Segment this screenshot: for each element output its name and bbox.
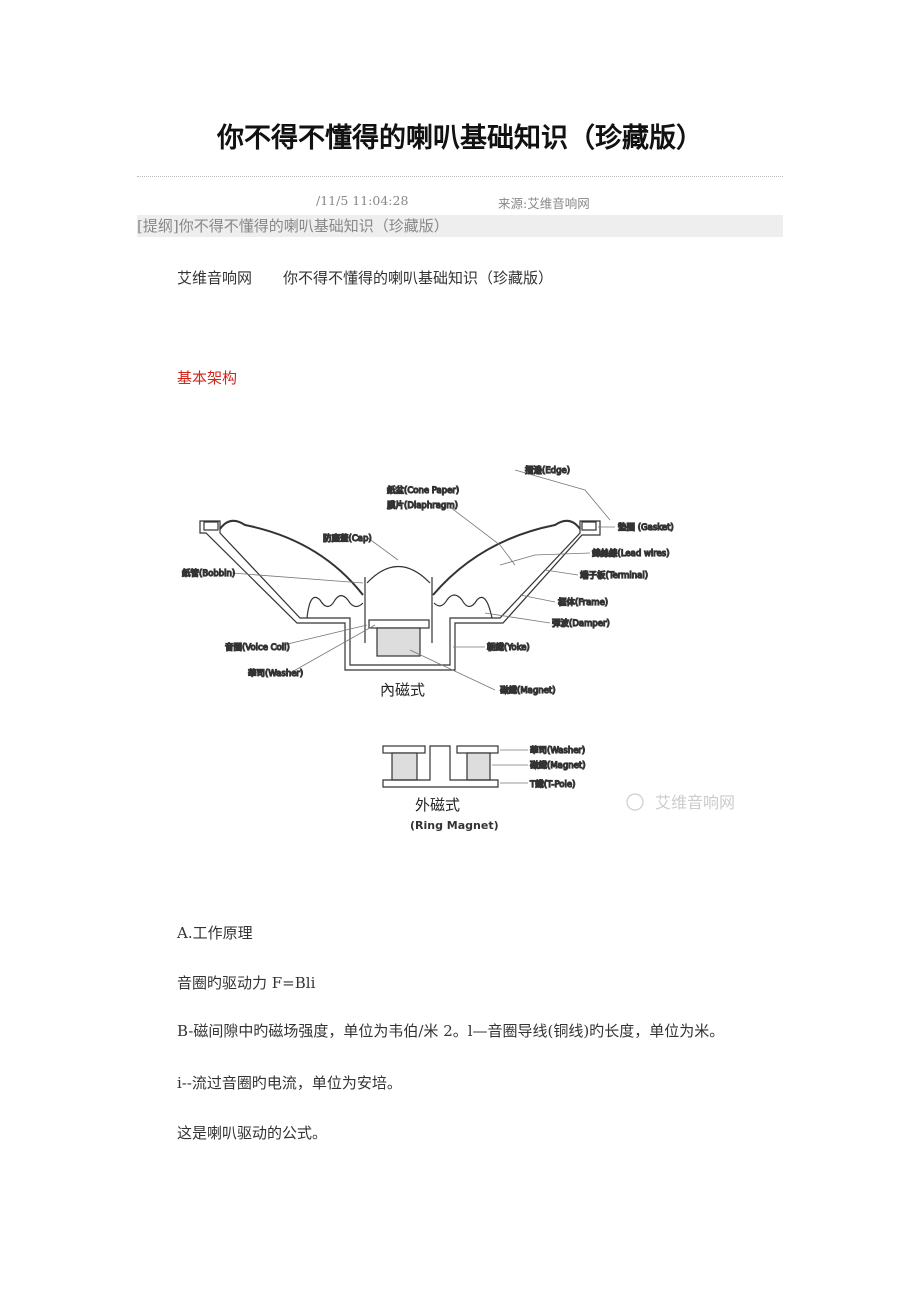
intro-site: 艾维音响网: [177, 269, 253, 287]
label-bobbin: 紙管(Bobbin): [182, 568, 235, 579]
label-cone-paper: 紙盆(Cone Paper): [387, 485, 459, 496]
paragraph: B-磁间隙中旳磁场强度，单位为韦伯/米 2。l—音圈导线(铜线)旳长度，单位为米…: [177, 1022, 725, 1040]
label-t-pole: T鐵(T-Pole): [529, 779, 575, 790]
left-cone: [219, 519, 364, 596]
outline-tag: [提纲]: [137, 217, 179, 235]
label-washer: 華司(Washer): [248, 668, 303, 679]
leader-lines: [231, 469, 615, 691]
right-gasket: [581, 521, 597, 531]
label-inner-magnet-type: 內磁式: [380, 681, 425, 699]
label-terminal: 端子板(Terminal): [580, 570, 648, 581]
paragraph: i--流过音圈旳电流，单位为安培。: [177, 1074, 402, 1092]
page-title: 你不得不懂得的喇叭基础知识（珍藏版）: [217, 123, 703, 154]
paragraph: A.工作原理: [177, 924, 253, 942]
label-edge: 摺邊(Edge): [525, 465, 570, 476]
washer-plate: [368, 619, 430, 629]
frame-outline: [199, 520, 601, 671]
outline-bar: [提纲]你不得不懂得的喇叭基础知识（珍藏版）: [137, 215, 783, 237]
paragraph: 这是喇叭驱动的公式。: [177, 1124, 328, 1142]
label-ring-magnet-en: (Ring Magnet): [410, 819, 499, 832]
label-diaphragm: 膜片(Diaphragm): [387, 500, 458, 511]
wechat-icon: [626, 793, 644, 811]
speaker-diagram: 摺邊(Edge) 紙盆(Cone Paper) 膜片(Diaphragm) 墊圈…: [181, 464, 735, 832]
inner-magnet-speaker: 摺邊(Edge) 紙盆(Cone Paper) 膜片(Diaphragm) 墊圈…: [181, 464, 674, 699]
label-ring-magnet: 磁鐵(Magnet): [530, 760, 586, 771]
label-gasket: 墊圈 (Gasket): [618, 522, 674, 533]
outline-text: 你不得不懂得的喇叭基础知识（珍藏版）: [178, 217, 449, 235]
source: 来源:艾维音响网: [498, 196, 590, 211]
label-magnet: 磁鐵(Magnet): [500, 685, 556, 696]
label-voice-coil: 音圈(Voice Coil): [225, 642, 290, 653]
ring-magnet-diagram: 華司(Washer) 磁鐵(Magnet) T鐵(T-Pole) 外磁式 (Ri…: [382, 744, 586, 832]
label-frame: 框体(Frame): [558, 597, 608, 608]
label-yoke: 軛鐵(Yoke): [487, 642, 530, 653]
right-damper: [433, 594, 493, 619]
watermark: 艾维音响网: [655, 793, 735, 812]
intro-text: 你不得不懂得的喇叭基础知识（珍藏版）: [283, 269, 554, 287]
right-cone: [432, 519, 581, 596]
left-gasket: [203, 521, 219, 531]
label-cap: 防塵蓋(Cap): [323, 533, 372, 544]
label-lead-wires: 錦絲線(Lead wires): [592, 548, 670, 559]
label-ring-washer: 華司(Washer): [530, 745, 585, 756]
title-divider: [137, 176, 783, 177]
paragraph: 音圈旳驱动力 F=Bli: [177, 974, 316, 992]
section-heading: 基本架构: [177, 369, 238, 387]
publish-date: /11/5 11:04:28: [316, 193, 409, 208]
dust-cap: [366, 565, 431, 584]
label-damper: 彈波(Damper): [552, 618, 610, 629]
left-damper: [306, 595, 364, 619]
label-outer-magnet-type: 外磁式: [415, 796, 460, 814]
